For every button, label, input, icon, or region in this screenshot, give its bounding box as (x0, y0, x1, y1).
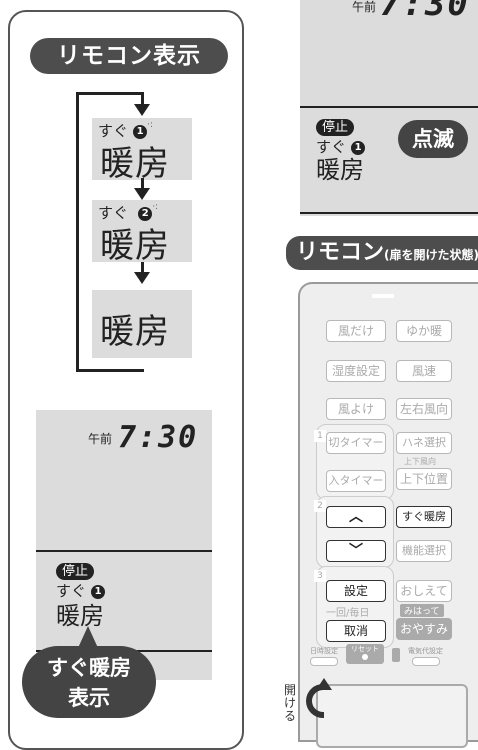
section-2-number: 2 (314, 500, 326, 512)
ud-dir-small-label: 上下風向 (404, 457, 436, 466)
lcd-label: 暖房 (316, 156, 364, 184)
remote-title-note: (扉を開けた状態) (384, 248, 478, 262)
lcd-divider (36, 550, 212, 552)
ud-position-button[interactable]: 上下位置 (396, 468, 452, 490)
section-1-number: 1 (314, 430, 326, 442)
down-button[interactable]: ﹀ (326, 540, 386, 562)
floor-heat-button[interactable]: ゆか暖 (396, 320, 452, 342)
function-select-button[interactable]: 機能選択 (396, 540, 452, 562)
stop-badge: 停止 (316, 119, 355, 136)
step2-num-icon: 2 (138, 206, 153, 221)
slider-icon (392, 648, 400, 662)
fan-speed-button[interactable]: 風速 (396, 360, 452, 382)
remote-top-notch (372, 294, 394, 298)
reset-button[interactable]: リセット (346, 644, 384, 664)
callout-line1: すぐ暖房 (47, 656, 131, 680)
open-arrow-head-icon (316, 678, 332, 690)
reset-label: リセット (351, 645, 379, 653)
tell-me-button[interactable]: おしえて (396, 580, 452, 602)
stop-badge: 停止 (56, 563, 95, 580)
remote-control: 風だけ ゆか暖 湿度設定 風速 風よけ 左右風向 1 切タイマー ハネ選択 上下… (298, 282, 478, 748)
step3-label: 暖房 (100, 312, 170, 352)
open-arrow-icon (306, 684, 324, 718)
step1-num-icon: 1 (133, 124, 148, 139)
arrow-shaft-2 (141, 262, 144, 274)
remote-title: リモコン(扉を開けた状態) (286, 236, 478, 270)
clock-set-label: 日時設定 (310, 647, 338, 655)
quick-heat-callout: すぐ暖房 表示 (22, 646, 156, 718)
arrow-shaft-1 (141, 178, 144, 190)
loop-line-right-top (141, 92, 144, 106)
step2-box: すぐ 2·: 暖房 (92, 200, 192, 266)
step3-box: 暖房 (92, 290, 192, 358)
loop-line-left (76, 92, 79, 372)
blink-lcd: 午前 7:30 停止 すぐ 1 暖房 点滅 (300, 0, 478, 216)
down-arrow-icon (134, 104, 150, 116)
lcd-display: 午前 7:30 停止 すぐ 1 暖房 (36, 410, 212, 680)
open-label: 開ける (284, 683, 297, 723)
down-arrow-icon (134, 188, 150, 200)
callout-pointer (78, 626, 98, 648)
on-timer-button[interactable]: 入タイマー (326, 470, 386, 492)
clock-set-button[interactable] (310, 657, 338, 666)
lcd-divider (300, 212, 478, 214)
loop-line-top (76, 92, 144, 95)
remote-title-text: リモコン (296, 240, 385, 265)
sleep-button[interactable]: おやすみ (396, 618, 452, 640)
lr-direction-button[interactable]: 左右風向 (396, 398, 452, 420)
clock-time: 7:30 (380, 0, 470, 24)
step1-label: 暖房 (100, 144, 170, 184)
elec-set-label: 電気代設定 (408, 647, 443, 655)
remote-door[interactable] (316, 684, 468, 748)
blink-callout: 点滅 (398, 120, 468, 158)
lcd-num-icon: 1 (91, 584, 106, 599)
reset-dot-icon (362, 654, 368, 660)
section-3-number: 3 (314, 570, 326, 582)
up-button[interactable]: ︿ (326, 506, 386, 528)
step1-box: すぐ 1·: 暖房 (92, 118, 192, 184)
step2-sugu: すぐ (98, 204, 129, 222)
ampm-label: 午前 (352, 0, 377, 14)
fan-avoid-button[interactable]: 風よけ (326, 398, 386, 420)
set-button[interactable]: 設定 (326, 580, 386, 602)
ampm-label: 午前 (88, 432, 113, 446)
elec-set-button[interactable] (412, 657, 440, 666)
off-timer-button[interactable]: 切タイマー (326, 432, 386, 454)
loop-line-bottom (76, 369, 144, 372)
cancel-button[interactable]: 取消 (326, 620, 386, 642)
lcd-divider (300, 106, 478, 108)
lcd-num-icon: 1 (351, 140, 366, 155)
clock-time: 7:30 (118, 420, 199, 455)
step1-sugu: すぐ (98, 122, 129, 140)
once-daily-label: 一回/毎日 (326, 608, 370, 619)
callout-line2: 表示 (68, 686, 110, 710)
step2-label: 暖房 (100, 226, 170, 266)
watch-small-label: みはって (400, 604, 444, 617)
lcd-sugu: すぐ (316, 138, 347, 156)
fan-only-button[interactable]: 風だけ (326, 320, 386, 342)
humidity-button[interactable]: 湿度設定 (326, 360, 386, 382)
lcd-label: 暖房 (56, 602, 104, 630)
quick-heat-button[interactable]: すぐ暖房 (396, 506, 452, 528)
panel-title: リモコン表示 (30, 38, 228, 74)
down-arrow-icon (134, 272, 150, 284)
flap-select-button[interactable]: ハネ選択 (396, 432, 452, 454)
lcd-sugu: すぐ (56, 582, 87, 600)
